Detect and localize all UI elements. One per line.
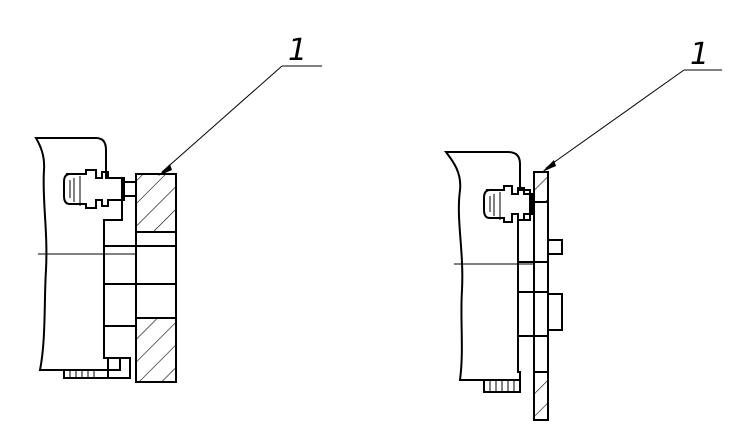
- left-jaw-screw: [63, 169, 137, 209]
- left-bottom-screw: [63, 357, 131, 379]
- left-chuck-body: [34, 137, 123, 371]
- right-assembly-view: 1: [443, 37, 722, 421]
- right-plate-part-1: [530, 171, 563, 421]
- left-plate-hatch-top: [137, 175, 175, 231]
- right-callout-label: 1: [690, 37, 709, 72]
- right-bottom-screw: [483, 380, 521, 393]
- left-callout-label: 1: [288, 33, 307, 68]
- left-assembly-view: 1: [34, 33, 322, 383]
- right-body-steps: [518, 261, 534, 337]
- right-plate-hatch-top: [535, 173, 547, 201]
- left-plate-hatch-bottom: [137, 318, 175, 381]
- right-plate-hatch-bottom: [535, 372, 547, 419]
- left-plate-part-1: [135, 173, 177, 383]
- left-callout: 1: [158, 33, 322, 176]
- right-callout: 1: [542, 37, 722, 172]
- right-chuck-body: [443, 151, 531, 381]
- left-body-steps: [104, 245, 136, 327]
- right-jaw-screw: [483, 185, 533, 223]
